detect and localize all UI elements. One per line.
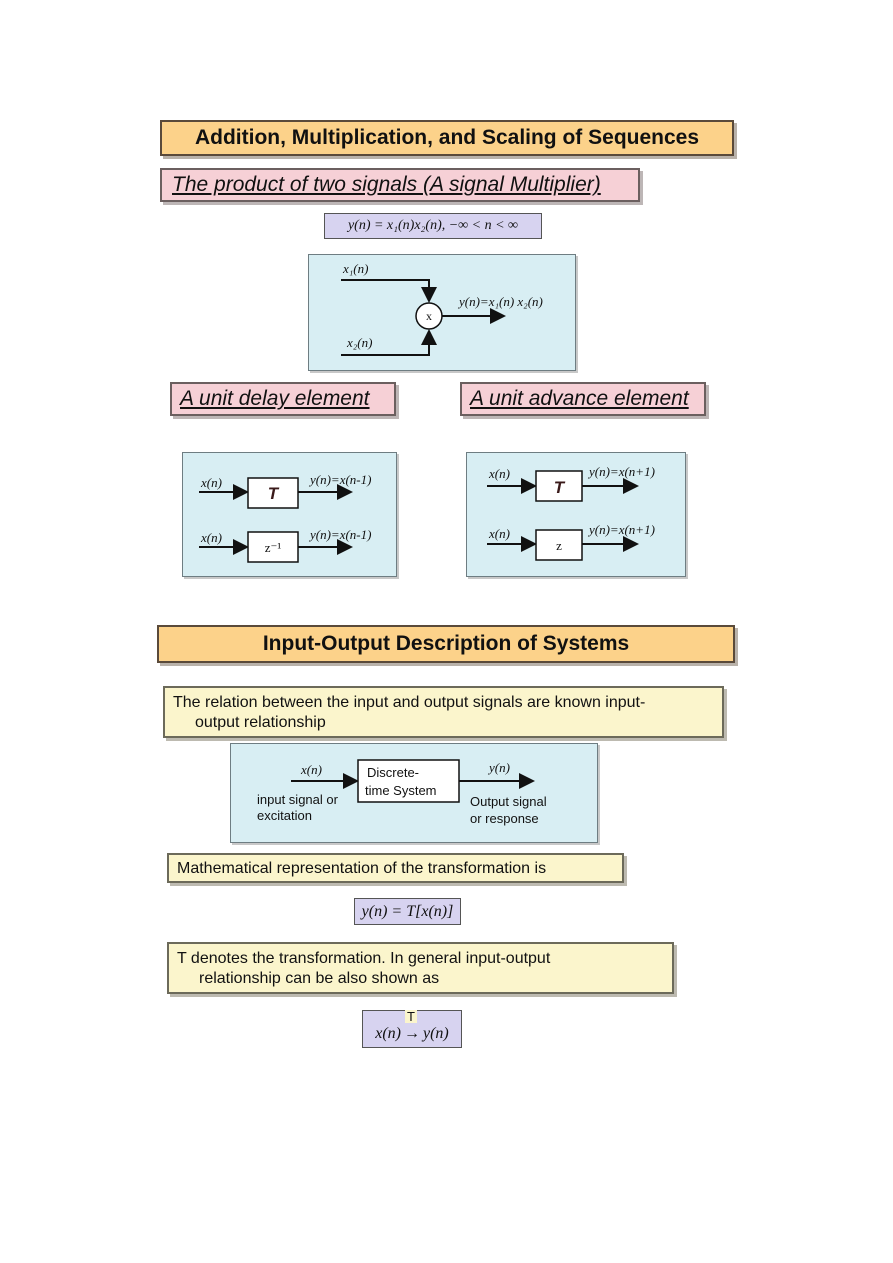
delay-output1: y(n)=x(n-1) (308, 472, 371, 487)
formula-product: y(n) = x₁(n)x₂(n), −∞ < n < ∞ (324, 213, 542, 239)
system-output-label-line2: or response (470, 811, 539, 826)
note-line: relationship can be also shown as (199, 970, 440, 987)
note-math-representation: Mathematical representation of the trans… (167, 853, 624, 883)
subheading-text: A unit advance element (470, 387, 689, 410)
delay-block2 (247, 531, 299, 563)
formula-text: y(n) = T[x(n)] (361, 902, 454, 920)
system-output-symbol: y(n) (487, 760, 510, 775)
system-block-line1: Discrete- (367, 765, 419, 780)
multiplier-input2: x₂(n) (346, 335, 372, 350)
system-input-symbol: x(n) (300, 762, 322, 777)
formula-op-label: T (405, 1009, 417, 1024)
input1-line (341, 279, 437, 303)
note-line: T denotes the transformation. In general… (177, 950, 551, 967)
system-block-line2: time System (365, 783, 437, 798)
advance-output2: y(n)=x(n+1) (587, 522, 655, 537)
section-title: Input-Output Description of Systems (262, 632, 630, 655)
arrow-icon: → (404, 1025, 420, 1042)
delay-block1-label: T (268, 484, 280, 503)
note-line: The relation between the input and outpu… (173, 694, 646, 711)
delay-block2-label: z⁻¹ (265, 540, 282, 555)
system-input-label-line1: input signal or (257, 792, 339, 807)
note-line: output relationship (195, 714, 326, 731)
delay-svg: x(n) T y(n)=x(n-1) x(n) z⁻¹ y(n)=x(n-1) (199, 472, 371, 563)
input2-line (341, 329, 437, 356)
note-transformation: T denotes the transformation. In general… (167, 942, 674, 994)
section-title: Addition, Multiplication, and Scaling of… (194, 126, 700, 149)
advance-block1-label: T (554, 478, 566, 497)
multiplier-input1: x₁(n) (342, 261, 368, 276)
multiplier-diagram: x₁(n) x₂(n) x y(n)=x₁(n) x₂(n) (308, 254, 576, 371)
subheading-advance: A unit advance element (460, 382, 706, 416)
section-header-sequences: Addition, Multiplication, and Scaling of… (160, 120, 734, 156)
advance-input1: x(n) (488, 466, 510, 481)
note-line: Mathematical representation of the trans… (177, 860, 547, 877)
subheading-delay: A unit delay element (170, 382, 396, 416)
formula-arrow: x(n) T → y(n) (362, 1010, 462, 1048)
advance-block2-label: z (556, 538, 562, 553)
advance-diagram: x(n) T y(n)=x(n+1) x(n) z y(n)=x(n+1) (466, 452, 686, 577)
advance-input2: x(n) (488, 526, 510, 541)
system-output-label-line1: Output signal (470, 794, 547, 809)
formula-left: x(n) (375, 1025, 401, 1042)
advance-output1: y(n)=x(n+1) (587, 464, 655, 479)
system-diagram: x(n) Discrete- time System y(n) input si… (230, 743, 598, 843)
delay-diagram: x(n) T y(n)=x(n-1) x(n) z⁻¹ y(n)=x(n-1) (182, 452, 397, 577)
delay-input2: x(n) (200, 530, 222, 545)
system-svg: x(n) Discrete- time System y(n) input si… (257, 759, 547, 826)
formula-text: y(n) = x₁(n)x₂(n), −∞ < n < ∞ (347, 218, 519, 233)
section-header-io: Input-Output Description of Systems (157, 625, 735, 663)
note-io-relation: The relation between the input and outpu… (163, 686, 724, 738)
multiplier-output: y(n)=x₁(n) x₂(n) (457, 294, 543, 309)
delay-input1: x(n) (200, 475, 222, 490)
system-input-label-line2: excitation (257, 808, 312, 823)
delay-output2: y(n)=x(n-1) (308, 527, 371, 542)
advance-block1 (535, 470, 583, 502)
subheading-text: The product of two signals (A signal Mul… (172, 173, 601, 196)
multiplier-node-label: x (426, 309, 432, 323)
advance-svg: x(n) T y(n)=x(n+1) x(n) z y(n)=x(n+1) (487, 464, 655, 561)
formula-op: T → (401, 1010, 423, 1043)
advance-block2 (535, 529, 583, 561)
formula-transform: y(n) = T[x(n)] (354, 898, 461, 925)
delay-block1 (247, 477, 299, 509)
formula-right: y(n) (423, 1025, 449, 1042)
multiplier-svg: x₁(n) x₂(n) x y(n)=x₁(n) x₂(n) (341, 261, 543, 356)
subheading-product: The product of two signals (A signal Mul… (160, 168, 640, 202)
subheading-text: A unit delay element (180, 387, 370, 410)
